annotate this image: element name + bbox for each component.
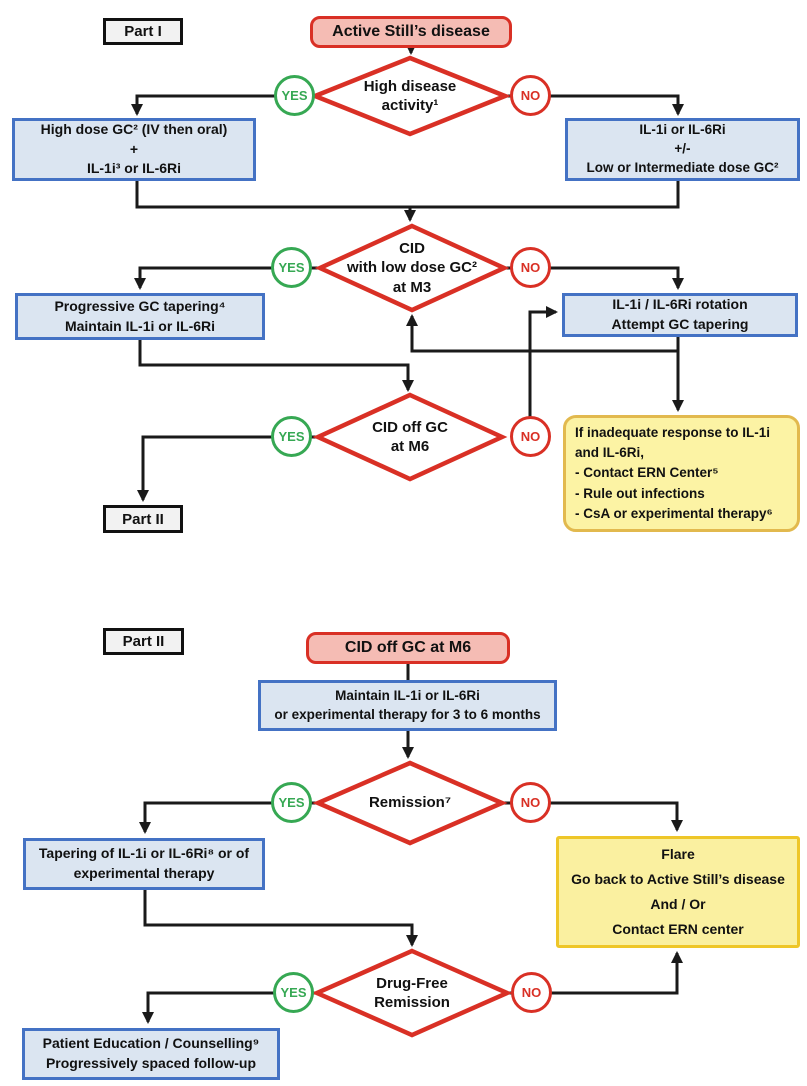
- diamond-cid-m6-text: CID off GC at M6: [372, 418, 448, 456]
- part2-label-text: Part II: [122, 633, 165, 650]
- diamond-cid-m3-text: CID with low dose GC² at M3: [347, 239, 477, 296]
- part1-label: Part I: [103, 18, 183, 45]
- diamond-high-activity-text: High disease activity¹: [363, 77, 457, 115]
- box-il1i-il6ri-options: IL-1i or IL-6Ri +/- Low or Intermediate …: [565, 118, 800, 181]
- box-flare: Flare Go back to Active Still’s disease …: [556, 836, 800, 948]
- yes-badge-drug-free: YES: [273, 972, 314, 1013]
- no-badge-remission: NO: [510, 782, 551, 823]
- diamond-drug-free-text: Drug-Free Remission: [374, 974, 450, 1012]
- box-maintain-therapy: Maintain IL-1i or IL-6Ri or experimental…: [258, 680, 557, 731]
- box-inadequate-response: If inadequate response to IL-1i and IL-6…: [563, 415, 800, 532]
- box-il-rotation: IL-1i / IL-6Ri rotation Attempt GC taper…: [562, 293, 798, 337]
- box-patient-education: Patient Education / Counselling⁹ Progres…: [22, 1028, 280, 1080]
- yes-badge-high-activity: YES: [274, 75, 315, 116]
- no-badge-drug-free: NO: [511, 972, 552, 1013]
- decision-diamond-high-activity: [308, 55, 512, 137]
- box-high-dose-gc: High dose GC² (IV then oral) + IL-1i³ or…: [12, 118, 256, 181]
- no-badge-cid-m6: NO: [510, 416, 551, 457]
- start-cid-off-gc-m6: CID off GC at M6: [306, 632, 510, 664]
- box-progressive-gc-tapering: Progressive GC tapering⁴ Maintain IL-1i …: [15, 293, 265, 340]
- box-tapering-biologics: Tapering of IL-1i or IL-6Ri⁸ or of exper…: [23, 838, 265, 890]
- no-badge-high-activity: NO: [510, 75, 551, 116]
- part2-label: Part II: [103, 628, 184, 655]
- decision-diamond-cid-m6: [312, 392, 508, 482]
- diamond-remission-text: Remission⁷: [368, 794, 452, 812]
- decision-diamond-drug-free: [311, 948, 513, 1038]
- start-active-stills-text: Active Still’s disease: [332, 23, 490, 40]
- decision-diamond-remission: [312, 760, 508, 846]
- part1-end-part2-link: Part II: [103, 505, 183, 533]
- yes-badge-remission: YES: [271, 782, 312, 823]
- yes-badge-cid-m6: YES: [271, 416, 312, 457]
- no-badge-cid-m3: NO: [510, 247, 551, 288]
- decision-diamond-cid-m3: [314, 223, 510, 313]
- yes-badge-cid-m3: YES: [271, 247, 312, 288]
- part1-label-text: Part I: [124, 23, 162, 40]
- start-active-stills-disease: Active Still’s disease: [310, 16, 512, 48]
